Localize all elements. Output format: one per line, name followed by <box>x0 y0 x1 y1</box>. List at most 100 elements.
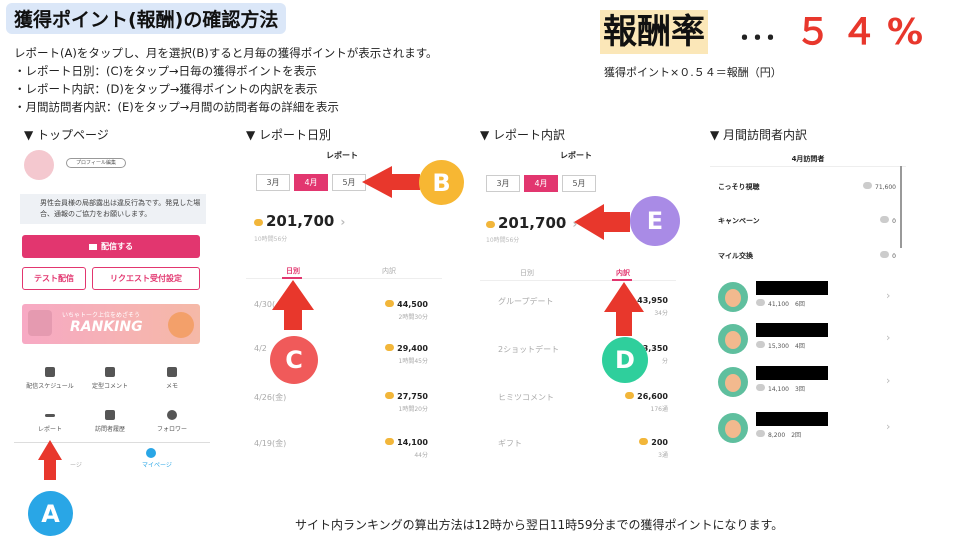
nav-divider <box>14 442 210 443</box>
chart-icon <box>45 414 55 417</box>
coin-icon <box>254 219 263 226</box>
total-time: 10時間56分 <box>254 236 288 243</box>
notice-box: 男性会員様の局部露出は違反行為です。発見した場合、通報のご協力をお願いします。 <box>20 194 206 224</box>
tab-may[interactable]: 5月 <box>562 175 596 192</box>
section-visitors: ▼ 月間訪問者内訳 <box>710 128 808 142</box>
visitor-avatar <box>718 324 748 354</box>
trophy-icon <box>28 310 52 336</box>
total-points: 201,700› <box>254 212 345 230</box>
menu-schedule[interactable]: 配信スケジュール <box>20 367 80 390</box>
calendar-icon <box>45 367 55 377</box>
rate-label: 報酬率 <box>600 10 708 54</box>
subtab-divider <box>246 278 442 279</box>
month-tabs: 3月 4月 5月 <box>256 174 366 191</box>
chevron-right-icon: › <box>886 289 891 302</box>
subtab-indicator <box>282 277 302 279</box>
footer-note: サイト内ランキングの算出方法は12時から翌日11時59分までの獲得ポイントになり… <box>295 518 784 532</box>
nav-mypage[interactable]: マイページ <box>142 462 172 469</box>
follower-icon <box>167 410 177 420</box>
marker-c: C <box>270 336 318 384</box>
visitor-row[interactable]: 8,200 2回 › <box>716 411 896 445</box>
arrow-a <box>38 440 62 480</box>
clipboard-icon <box>105 367 115 377</box>
door-icon <box>105 410 115 420</box>
marker-b: B <box>419 160 464 205</box>
intro-line: レポート(A)をタップし、月を選択(B)すると月毎の獲得ポイントが表示されます。 <box>14 46 438 60</box>
profile-edit-button[interactable]: プロフィール編集 <box>66 158 126 168</box>
subtab-indicator <box>612 279 632 281</box>
report-header: レポート <box>326 151 358 160</box>
tab-april[interactable]: 4月 <box>524 175 558 192</box>
tab-march[interactable]: 3月 <box>486 175 520 192</box>
section-daily: ▼ レポート日別 <box>246 128 332 142</box>
section-top-page: ▼ トップページ <box>24 128 109 142</box>
request-settings-button[interactable]: リクエスト受付設定 <box>92 267 200 290</box>
total-time: 10時間56分 <box>486 237 520 244</box>
nav-home[interactable]: ージ <box>70 462 82 469</box>
header-divider <box>710 166 906 167</box>
avatar[interactable] <box>24 150 54 180</box>
banner-ranking: RANKING <box>70 319 143 335</box>
marker-d: D <box>602 337 648 383</box>
chevron-right-icon: › <box>886 331 891 344</box>
visitor-row[interactable]: 14,100 3回 › <box>716 365 896 399</box>
broadcast-button[interactable]: 配信する <box>22 235 200 258</box>
visitor-row[interactable]: 15,300 4回 › <box>716 322 896 356</box>
report-header: レポート <box>560 151 592 160</box>
chevron-right-icon: › <box>886 374 891 387</box>
month-tabs: 3月 4月 5月 <box>486 175 596 192</box>
visitor-avatar <box>718 413 748 443</box>
tab-march[interactable]: 3月 <box>256 174 290 191</box>
rate-value: ５４% <box>795 12 934 53</box>
subtab-daily[interactable]: 日別 <box>286 267 300 275</box>
visitor-avatar <box>718 367 748 397</box>
tab-april[interactable]: 4月 <box>294 174 328 191</box>
banner-subtext: いちゃトーク上位をめざそう <box>62 312 141 319</box>
visitors-screen: 4月訪問者 こっそり視聴 71,600 キャンペーン 0 マイル交換 0 41,… <box>710 144 906 454</box>
subtab-daily[interactable]: 日別 <box>520 269 534 277</box>
rate-dots: ･･･ <box>738 24 778 54</box>
menu-visitor-history[interactable]: 訪問者履歴 <box>80 410 140 433</box>
visitors-header: 4月訪問者 <box>791 155 825 163</box>
section-breakdown: ▼ レポート内訳 <box>480 128 566 142</box>
arrow-e <box>574 204 630 240</box>
redacted-name <box>756 366 828 380</box>
menu-followers[interactable]: フォロワー <box>142 410 202 433</box>
menu-memo[interactable]: メモ <box>142 367 202 390</box>
broadcast-label: 配信する <box>101 242 133 251</box>
menu-template-comments[interactable]: 定型コメント <box>80 367 140 390</box>
arrow-d <box>604 282 644 336</box>
redacted-name <box>756 323 828 337</box>
arrow-b <box>362 166 420 198</box>
intro-line: ・レポート日別：(C)をタップ→日毎の獲得ポイントを表示 <box>14 64 317 78</box>
intro-text: レポート(A)をタップし、月を選択(B)すると月毎の獲得ポイントが表示されます。… <box>14 44 438 116</box>
redacted-name <box>756 281 828 295</box>
top-page-screen: プロフィール編集 男性会員様の局部露出は違反行為です。発見した場合、通報のご協力… <box>14 144 210 474</box>
scrollbar[interactable] <box>900 166 902 248</box>
notice-text: 男性会員様の局部露出は違反行為です。発見した場合、通報のご協力をお願いします。 <box>40 199 201 218</box>
intro-line: ・レポート内訳：(D)をタップ→獲得ポイントの内訳を表示 <box>14 82 318 96</box>
test-broadcast-button[interactable]: テスト配信 <box>22 267 86 290</box>
subtab-breakdown[interactable]: 内訳 <box>382 267 396 275</box>
visitor-row[interactable]: 41,100 6回 › <box>716 280 896 314</box>
intro-line: ・月間訪問者内訳：(E)をタップ→月間の訪問者毎の詳細を表示 <box>14 100 339 114</box>
subtab-divider <box>480 280 676 281</box>
coin-icon <box>486 221 495 228</box>
medal-icon <box>168 312 194 338</box>
rate-formula: 獲得ポイント×０.５４＝報酬（円） <box>604 66 782 79</box>
chevron-right-icon: › <box>886 420 891 433</box>
page-title: 獲得ポイント(報酬)の確認方法 <box>6 3 287 34</box>
marker-e: E <box>630 196 680 246</box>
subtab-breakdown[interactable]: 内訳 <box>616 269 630 277</box>
redacted-name <box>756 412 828 426</box>
arrow-c <box>272 280 314 330</box>
mypage-icon <box>146 448 156 458</box>
visitor-avatar <box>718 282 748 312</box>
marker-a: A <box>28 491 73 536</box>
menu-report[interactable]: レポート <box>20 410 80 433</box>
camera-icon <box>89 243 97 250</box>
memo-icon <box>167 367 177 377</box>
total-points: 201,700› <box>486 214 577 232</box>
ranking-banner[interactable]: いちゃトーク上位をめざそう RANKING <box>22 304 200 344</box>
